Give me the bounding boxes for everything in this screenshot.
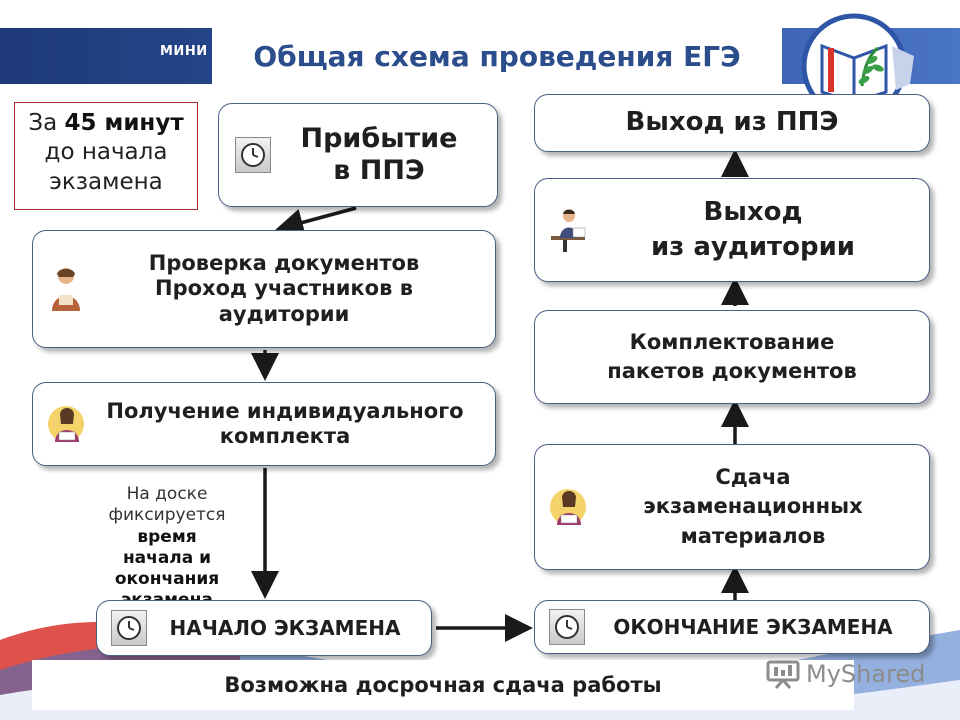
step-exit-ppe-label: Выход из ППЭ: [625, 107, 839, 138]
step-leave-room: Выход из аудитории: [534, 178, 930, 282]
step-exam-start-label: НАЧАЛО ЭКЗАМЕНА: [169, 616, 401, 640]
step-check-documents: Проверка документов Проход участников в …: [32, 230, 496, 348]
watermark-text: MyShared: [806, 660, 926, 688]
step-receive-kit-text: Получение индивидуального комплекта: [85, 399, 485, 449]
board-note-line2: фиксируется: [108, 505, 226, 526]
time-note-line3: экзамена: [49, 168, 163, 195]
step-receive-line1: Получение индивидуального: [106, 398, 464, 423]
clock-icon: [111, 610, 147, 646]
step-leave-line1: Выход: [703, 196, 803, 227]
step-receive-kit: Получение индивидуального комплекта: [32, 382, 496, 466]
footer-text: Возможна досрочная сдача работы: [224, 673, 662, 697]
step-check-documents-text: Проверка документов Проход участников в …: [85, 251, 483, 327]
step-exam-start: НАЧАЛО ЭКЗАМЕНА: [96, 600, 432, 656]
step-submit-line2: экзаменационных: [643, 494, 863, 519]
ministry-label-fragment: МИНИ: [160, 44, 208, 59]
time-note-minutes: 45 минут: [64, 110, 184, 136]
person-icon: [52, 268, 80, 311]
time-note-line2: до начала: [44, 139, 168, 166]
step-leave-line2: из аудитории: [650, 232, 856, 262]
clock-icon: [235, 137, 271, 173]
step-leave-room-text: Выход из аудитории: [587, 195, 919, 265]
step-check-line1: Проверка документов: [148, 251, 420, 276]
step-pack-line2: пакетов документов: [607, 359, 857, 383]
step-submit-materials: Сдача экзаменационных материалов: [534, 444, 930, 570]
person-reading-icon: [48, 406, 84, 442]
seated-person-icon: [551, 209, 586, 252]
time-note: За 45 минут до начала экзамена: [14, 102, 198, 210]
step-pack-line1: Комплектование: [629, 329, 835, 354]
step-pack-documents-text: Комплектование пакетов документов: [545, 328, 919, 387]
footer-banner: Возможна досрочная сдача работы: [32, 660, 854, 710]
step-arrival-text: Прибытие в ППЭ: [271, 123, 487, 188]
step-exam-end: ОКОНЧАНИЕ ЭКЗАМЕНА: [534, 600, 930, 654]
ministry-logo: [801, 13, 914, 114]
step-arrival-line1: Прибытие: [300, 122, 458, 154]
step-pack-documents: Комплектование пакетов документов: [534, 310, 930, 404]
step-receive-line2: комплекта: [219, 424, 351, 448]
step-submit-line1: Сдача: [715, 464, 791, 489]
step-arrival-line2: в ППЭ: [333, 155, 425, 186]
board-note-line2-bold: время: [137, 526, 197, 547]
page-title: Общая схема проведения ЕГЭ: [253, 39, 741, 73]
time-note-prefix: За: [28, 110, 58, 136]
step-check-line3: аудитории: [218, 301, 350, 326]
board-note: На доске фиксируется время начала и окон…: [82, 484, 252, 612]
presentation-icon: [766, 660, 800, 689]
board-note-line1: На доске: [126, 484, 208, 504]
step-submit-line3: материалов: [680, 523, 826, 548]
step-submit-materials-text: Сдача экзаменационных материалов: [587, 463, 919, 551]
clock-icon: [549, 609, 585, 645]
step-arrival: Прибытие в ППЭ: [218, 103, 498, 207]
board-note-line3: начала и окончания: [114, 547, 220, 589]
watermark: MyShared: [766, 654, 926, 694]
step-exam-end-label: ОКОНЧАНИЕ ЭКЗАМЕНА: [613, 615, 893, 639]
step-check-line2: Проход участников в: [155, 276, 413, 301]
step-exit-ppe: Выход из ППЭ: [534, 94, 930, 152]
person-reading-icon: [550, 489, 586, 525]
title-box: Общая схема проведения ЕГЭ: [212, 28, 782, 84]
